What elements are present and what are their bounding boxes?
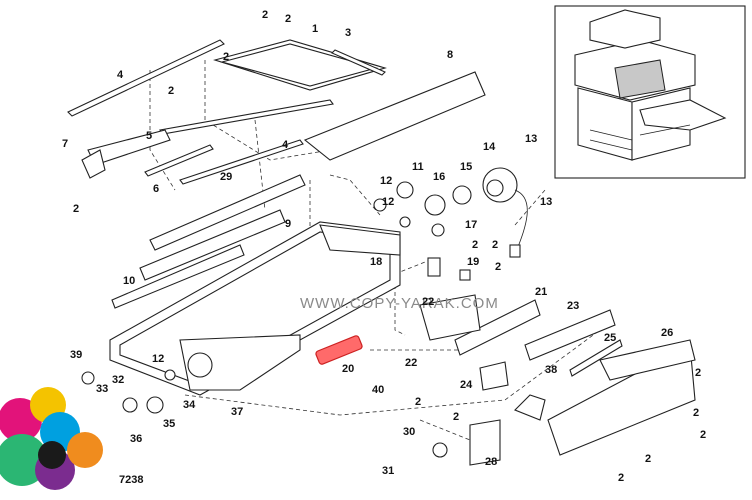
callout-13: 13 [525,133,537,145]
main-frame [109,221,401,396]
callout-14: 14 [483,141,496,153]
callout-12: 12 [152,353,164,365]
callout-37: 37 [231,406,243,418]
watermark-text: WWW.COPY-YARAK.COM [300,295,499,312]
callout-2: 2 [262,9,268,21]
callout-13: 13 [540,196,552,208]
callout-6: 6 [153,183,159,195]
callout-2: 2 [695,367,701,379]
callout-2: 2 [700,429,706,441]
callout-7: 7 [62,138,68,150]
callout-20: 20 [342,363,354,375]
callout-8: 8 [447,49,453,61]
callout-16: 16 [433,171,445,183]
callout-30: 30 [403,426,415,438]
callout-12: 12 [380,175,392,187]
callout-15: 15 [460,161,472,173]
callout-33: 33 [96,383,108,395]
callout-23: 23 [567,300,579,312]
side-plates [419,257,696,466]
callout-35: 35 [163,418,175,430]
callout-32: 32 [112,374,124,386]
callout-21: 21 [535,286,547,298]
callout-2: 2 [453,411,459,423]
highlighted-component-20 [315,335,363,365]
callout-29: 29 [220,171,232,183]
color-circles-logo [0,387,103,490]
callout-38: 38 [545,364,557,376]
callout-2: 2 [495,261,501,273]
callout-2: 2 [618,472,624,484]
callout-2: 2 [285,13,291,25]
callout-2: 2 [415,396,421,408]
callout-2: 2 [645,453,651,465]
callout-25: 25 [604,332,616,344]
callout-9: 9 [285,218,291,230]
callout-4: 4 [282,139,289,151]
gear-train [81,167,528,414]
callout-24: 24 [460,379,473,391]
callout-1: 1 [312,23,318,35]
callout-2: 2 [472,239,478,251]
callout-10: 10 [123,275,135,287]
callout-40: 40 [372,384,384,396]
callout-34: 34 [183,399,196,411]
callout-36: 36 [130,433,142,445]
top-frame-parts [67,39,486,309]
callout-39: 39 [70,349,82,361]
figure-number: 7238 [119,474,143,486]
copier-overview-inset [554,5,746,179]
callout-4: 4 [117,69,124,81]
callout-19: 19 [467,256,479,268]
callout-11: 11 [412,161,424,173]
callout-5: 5 [146,130,152,142]
callout-22: 22 [405,357,417,369]
callout-2: 2 [168,85,174,97]
callout-3: 3 [345,27,351,39]
callout-31: 31 [382,465,394,477]
callout-2: 2 [223,51,229,63]
callout-22: 22 [422,296,434,308]
callout-2: 2 [73,203,79,215]
callout-12: 12 [382,196,394,208]
callout-17: 17 [465,219,477,231]
callout-26: 26 [661,327,673,339]
callout-2: 2 [693,407,699,419]
callout-28: 28 [485,456,497,468]
callout-2: 2 [492,239,498,251]
callout-18: 18 [370,256,382,268]
